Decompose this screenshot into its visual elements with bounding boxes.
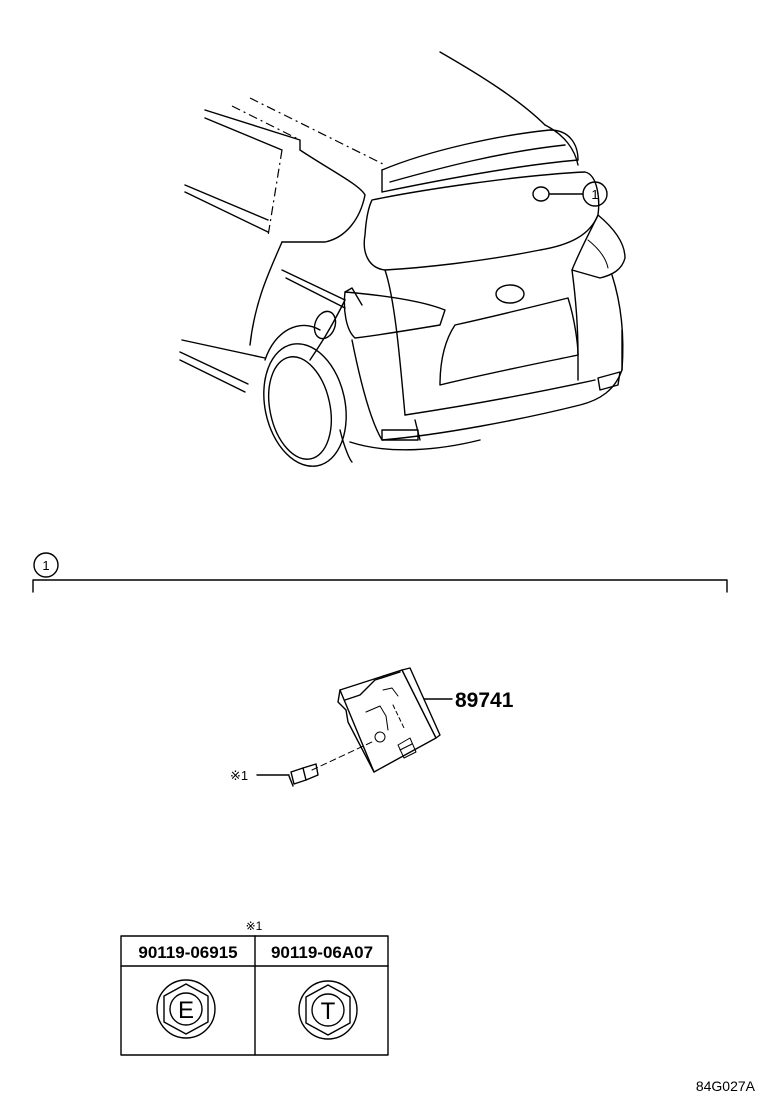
table-note-ref: ※1 bbox=[246, 919, 263, 933]
bolt-head-mark-e: E bbox=[178, 997, 194, 1024]
bolt-head-e-icon: E bbox=[156, 979, 216, 1039]
section-header: 1 bbox=[32, 552, 728, 593]
section-ref: 1 bbox=[42, 558, 49, 573]
screw-note-ref: ※1 bbox=[230, 768, 248, 783]
part-number-label: 89741 bbox=[455, 689, 514, 712]
vehicle-callout-ref: 1 bbox=[591, 187, 598, 202]
table-header-part-1: 90119-06915 bbox=[138, 943, 237, 962]
rear-camera-part: 89741 ※1 bbox=[230, 667, 514, 787]
bolt-head-mark-t: T bbox=[321, 998, 336, 1025]
bolt-head-t-icon: T bbox=[298, 980, 358, 1040]
diagram-code: 84G027A bbox=[696, 1078, 756, 1094]
table-header-part-2: 90119-06A07 bbox=[271, 943, 373, 962]
vehicle-rear-illustration: 1 bbox=[179, 51, 626, 467]
fastener-table: ※1 90119-06915 90119-06A07 E T bbox=[120, 919, 389, 1056]
